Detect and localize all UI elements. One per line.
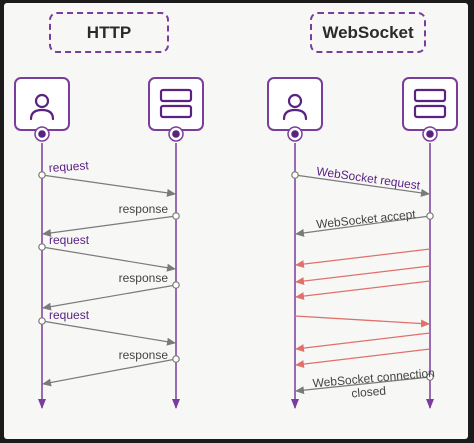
ws-stream-arrow [295,348,431,369]
diagram-canvas: HTTP WebSocket [4,3,468,439]
ws-stream-arrow [295,280,431,301]
http-request-label: request [48,158,90,175]
user-icon [29,93,55,121]
message-origin-dot [38,243,46,251]
message-origin-dot [426,373,434,381]
websocket-title: WebSocket [310,12,426,53]
message-origin-dot [172,212,180,220]
message-origin-dot [38,171,46,179]
http-response-arrow [42,284,177,311]
message-origin-dot [172,355,180,363]
ws-accept-arrow [295,215,431,237]
server-icon [413,88,447,119]
http-client-node [14,77,70,142]
ws-accept-label: WebSocket accept [316,207,417,231]
message-origin-dot [291,171,299,179]
ws-client-node [267,77,323,142]
ws-stream-arrow [295,265,431,286]
http-response-label: response [119,202,169,216]
ws-stream-arrow [295,248,431,269]
http-server-node [148,77,204,142]
message-origin-dot [172,281,180,289]
ws-close-label-line2: closed [351,384,387,401]
http-title: HTTP [49,12,169,53]
user-icon [282,93,308,121]
http-response-arrow [42,215,177,237]
ws-close-arrow [295,376,431,395]
sequence-diagram: request response request response reques… [14,77,458,409]
http-request-arrow [41,246,176,272]
ws-stream-arrow [295,332,431,353]
ws-server-node [402,77,458,142]
ws-stream-arrow [294,315,430,328]
http-request-label: request [49,308,90,322]
http-request-arrow [41,320,176,346]
server-icon [159,88,193,119]
message-origin-dot [38,317,46,325]
message-origin-dot [426,212,434,220]
http-response-arrow [42,358,177,387]
ws-request-label: WebSocket request [316,164,422,193]
http-request-label: request [49,233,90,247]
http-response-label: response [119,348,169,362]
ws-request-arrow [294,174,430,197]
http-response-label: response [119,271,169,285]
http-request-arrow [41,174,176,197]
